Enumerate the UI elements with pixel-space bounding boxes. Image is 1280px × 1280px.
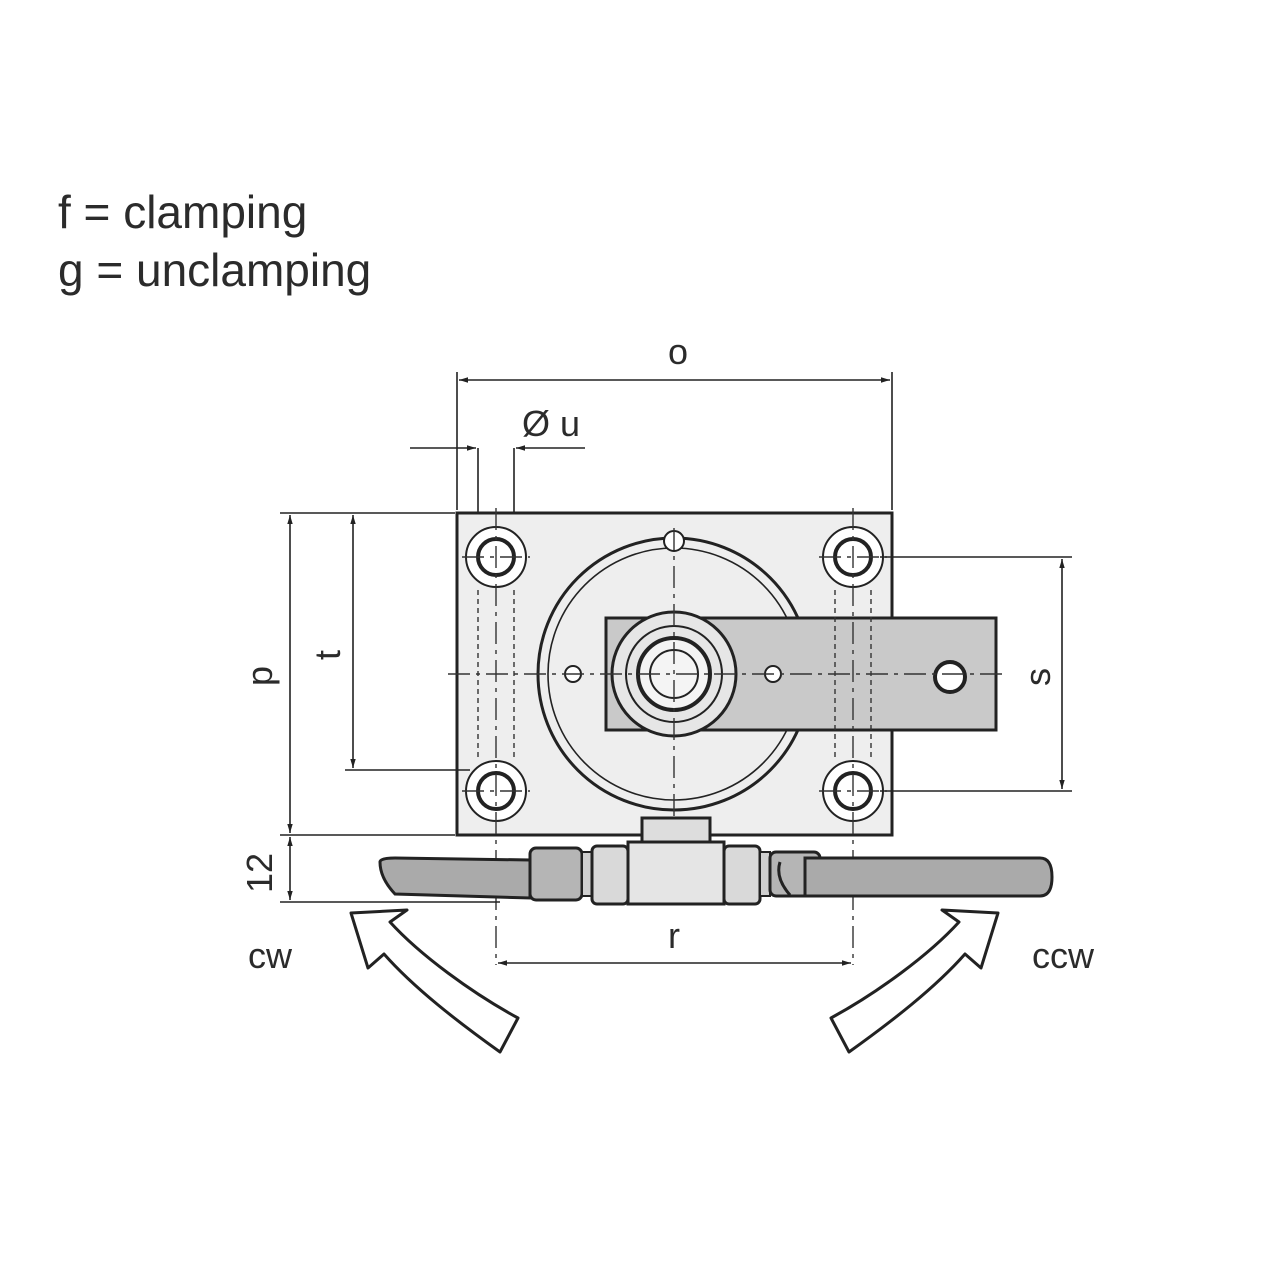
label-u: Ø u — [522, 403, 580, 444]
hidden-bores — [477, 590, 872, 760]
arm-hole — [933, 660, 967, 694]
dimension-p: p — [239, 512, 455, 836]
hose-assembly — [378, 816, 1054, 906]
label-12: 12 — [239, 853, 280, 893]
label-t: t — [307, 650, 348, 660]
dimension-t: t — [307, 515, 470, 771]
label-cw: cw — [248, 935, 293, 976]
legend-clamping: f = clamping — [58, 186, 307, 238]
dimension-u: Ø u — [410, 403, 585, 513]
dimension-s: s — [880, 556, 1072, 792]
label-ccw: ccw — [1032, 935, 1095, 976]
label-s: s — [1017, 668, 1058, 686]
dimension-r: r — [498, 915, 851, 966]
dimension-o: o — [456, 331, 893, 510]
cw-arrow-icon — [349, 908, 520, 1054]
ccw-arrow-icon — [829, 908, 1000, 1054]
label-p: p — [239, 666, 280, 686]
legend-unclamping: g = unclamping — [58, 244, 371, 296]
label-r: r — [668, 915, 680, 956]
label-o: o — [668, 331, 688, 372]
dimension-12: 12 — [239, 837, 500, 903]
